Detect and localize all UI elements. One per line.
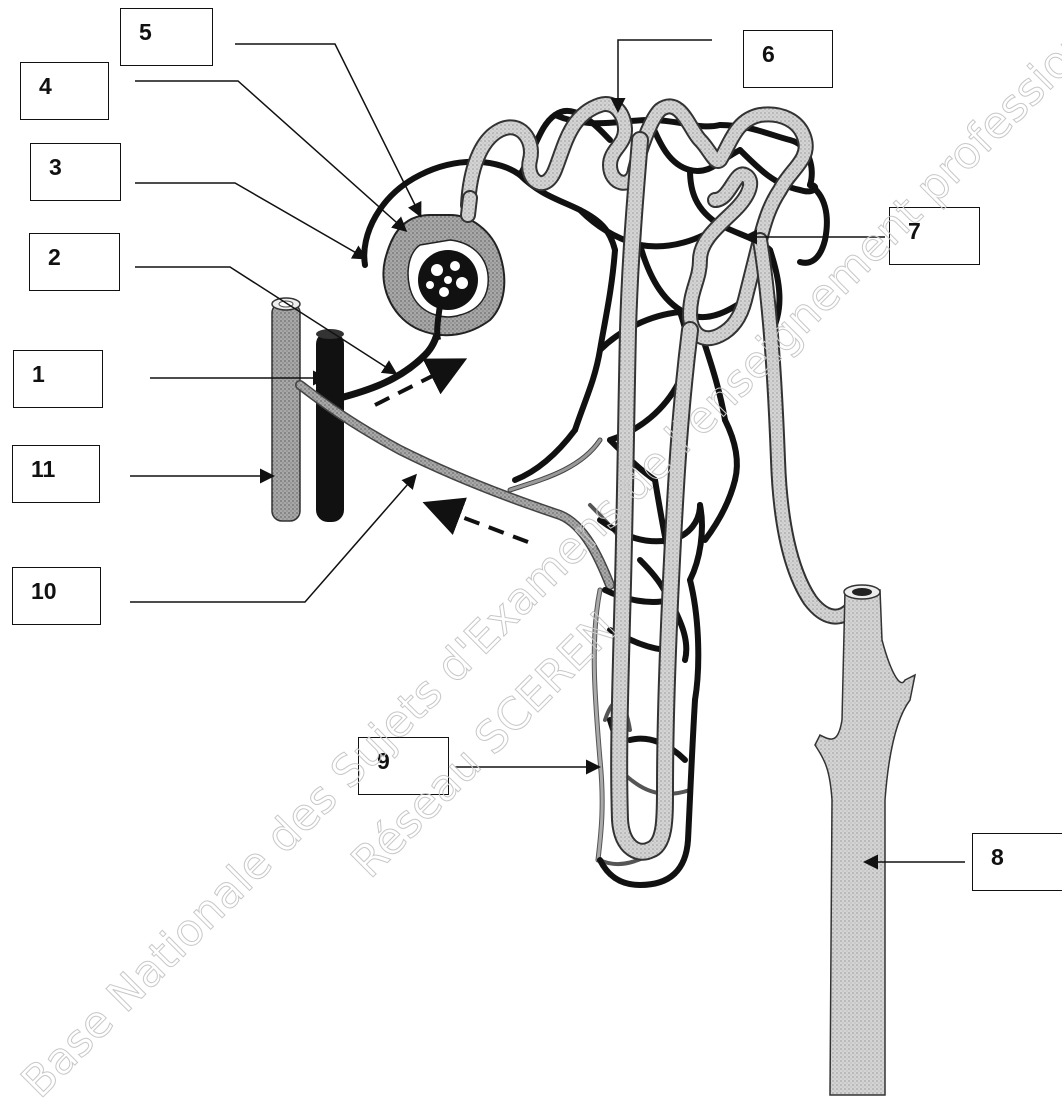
leader-line-2: [135, 267, 395, 373]
leader-line-3: [135, 183, 365, 258]
label-box-3: 3: [30, 143, 121, 201]
label-box-8: 8: [972, 833, 1062, 891]
label-box-4: 4: [20, 62, 109, 120]
leader-line-5: [235, 44, 420, 215]
renal-vein-vessel: [272, 298, 300, 521]
label-box-5: 5: [120, 8, 213, 66]
label-box-6: 6: [743, 30, 833, 88]
label-box-10: 10: [12, 567, 101, 625]
flow-arrow-vein-return: [430, 505, 528, 542]
collecting-duct: [815, 585, 915, 1095]
renal-artery-vessel: [316, 329, 344, 522]
label-box-9: 9: [358, 737, 449, 795]
label-box-11: 11: [12, 445, 100, 503]
label-box-7: 7: [889, 207, 980, 265]
label-box-1: 1: [13, 350, 103, 408]
label-box-2: 2: [29, 233, 120, 291]
